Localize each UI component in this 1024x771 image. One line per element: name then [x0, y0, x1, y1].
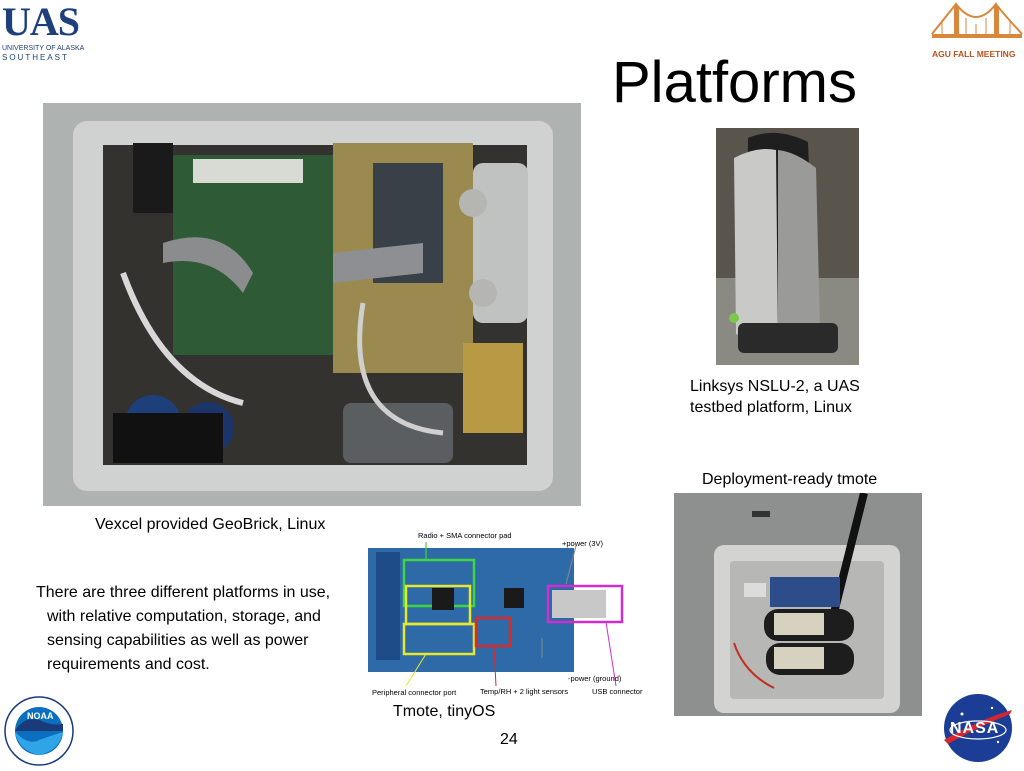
- agu-logo: AGU FALL MEETING: [930, 0, 1024, 62]
- uas-logo-mark: UAS: [2, 0, 80, 44]
- tmote-label-power-plus: +power (3V): [562, 539, 604, 548]
- slide-title: Platforms: [612, 50, 857, 115]
- tmote-board-photo: Radio + SMA connector pad +power (3V) -p…: [366, 528, 656, 698]
- tmote-label-peripheral: Peripheral connector port: [372, 688, 457, 697]
- agu-logo-text: AGU FALL MEETING: [932, 49, 1016, 59]
- tmote-ready-caption: Deployment-ready tmote: [702, 471, 878, 488]
- tmote-caption: Tmote, tinyOS: [393, 703, 496, 720]
- body-text: There are three different platforms in u…: [36, 581, 351, 677]
- tmote-label-power-minus: -power (ground): [568, 674, 622, 683]
- nslu-caption: Linksys NSLU-2, a UAS testbed platform, …: [690, 376, 860, 418]
- body-paragraph: There are three different platforms in u…: [36, 584, 331, 673]
- geobrick-photo: [43, 103, 581, 506]
- geobrick-caption: Vexcel provided GeoBrick, Linux: [95, 516, 326, 533]
- noaa-logo: NOAA: [4, 696, 74, 766]
- bridge-icon: [931, 2, 1023, 38]
- uas-logo: UAS UNIVERSITY OF ALASKA SOUTHEAST: [0, 0, 92, 64]
- nslu-caption-line2: testbed platform, Linux: [690, 399, 852, 416]
- tmote-ready-photo: [674, 493, 922, 716]
- uas-logo-line1: UNIVERSITY OF ALASKA: [2, 45, 85, 52]
- nasa-logo: NASA: [940, 692, 1016, 764]
- tmote-label-sensors: Temp/RH + 2 light sensors: [480, 687, 569, 696]
- nslu-photo: [716, 128, 859, 365]
- nslu-caption-line1: Linksys NSLU-2, a UAS: [690, 378, 860, 395]
- tmote-label-usb: USB connector: [592, 687, 643, 696]
- nasa-logo-text: NASA: [950, 720, 1000, 737]
- tmote-label-radio: Radio + SMA connector pad: [418, 531, 512, 540]
- page-number: 24: [500, 731, 518, 748]
- uas-logo-line2: SOUTHEAST: [2, 53, 69, 62]
- noaa-logo-text: NOAA: [27, 711, 54, 721]
